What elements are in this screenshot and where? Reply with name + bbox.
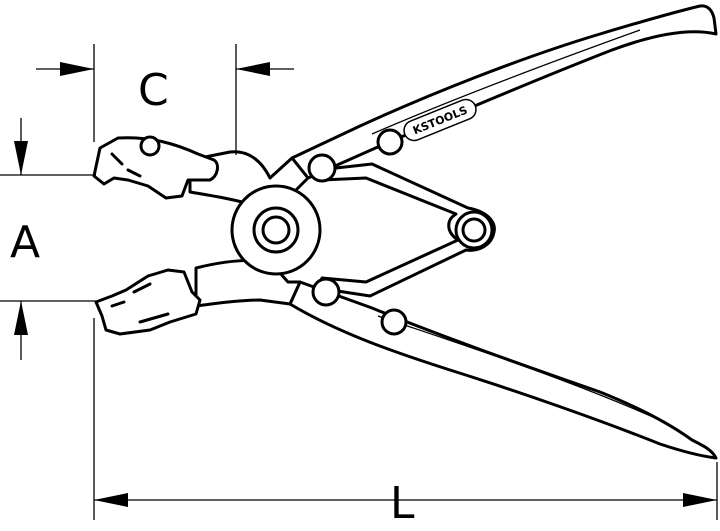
lower-rivet-1: [311, 277, 341, 307]
dimension-lines: [0, 44, 718, 520]
lower-jaw: [94, 268, 202, 336]
lower-handle: [288, 280, 718, 460]
dimension-label-l: L: [390, 478, 415, 529]
dimension-label-a: A: [10, 217, 40, 268]
lower-rivet-2: [380, 308, 408, 336]
upper-rivet-1: [307, 153, 337, 183]
pliers-tool: KSTOOLS: [92, 4, 718, 460]
dimension-label-c: C: [138, 65, 169, 116]
upper-handle: [290, 4, 718, 180]
upper-rivet-2: [376, 128, 404, 156]
